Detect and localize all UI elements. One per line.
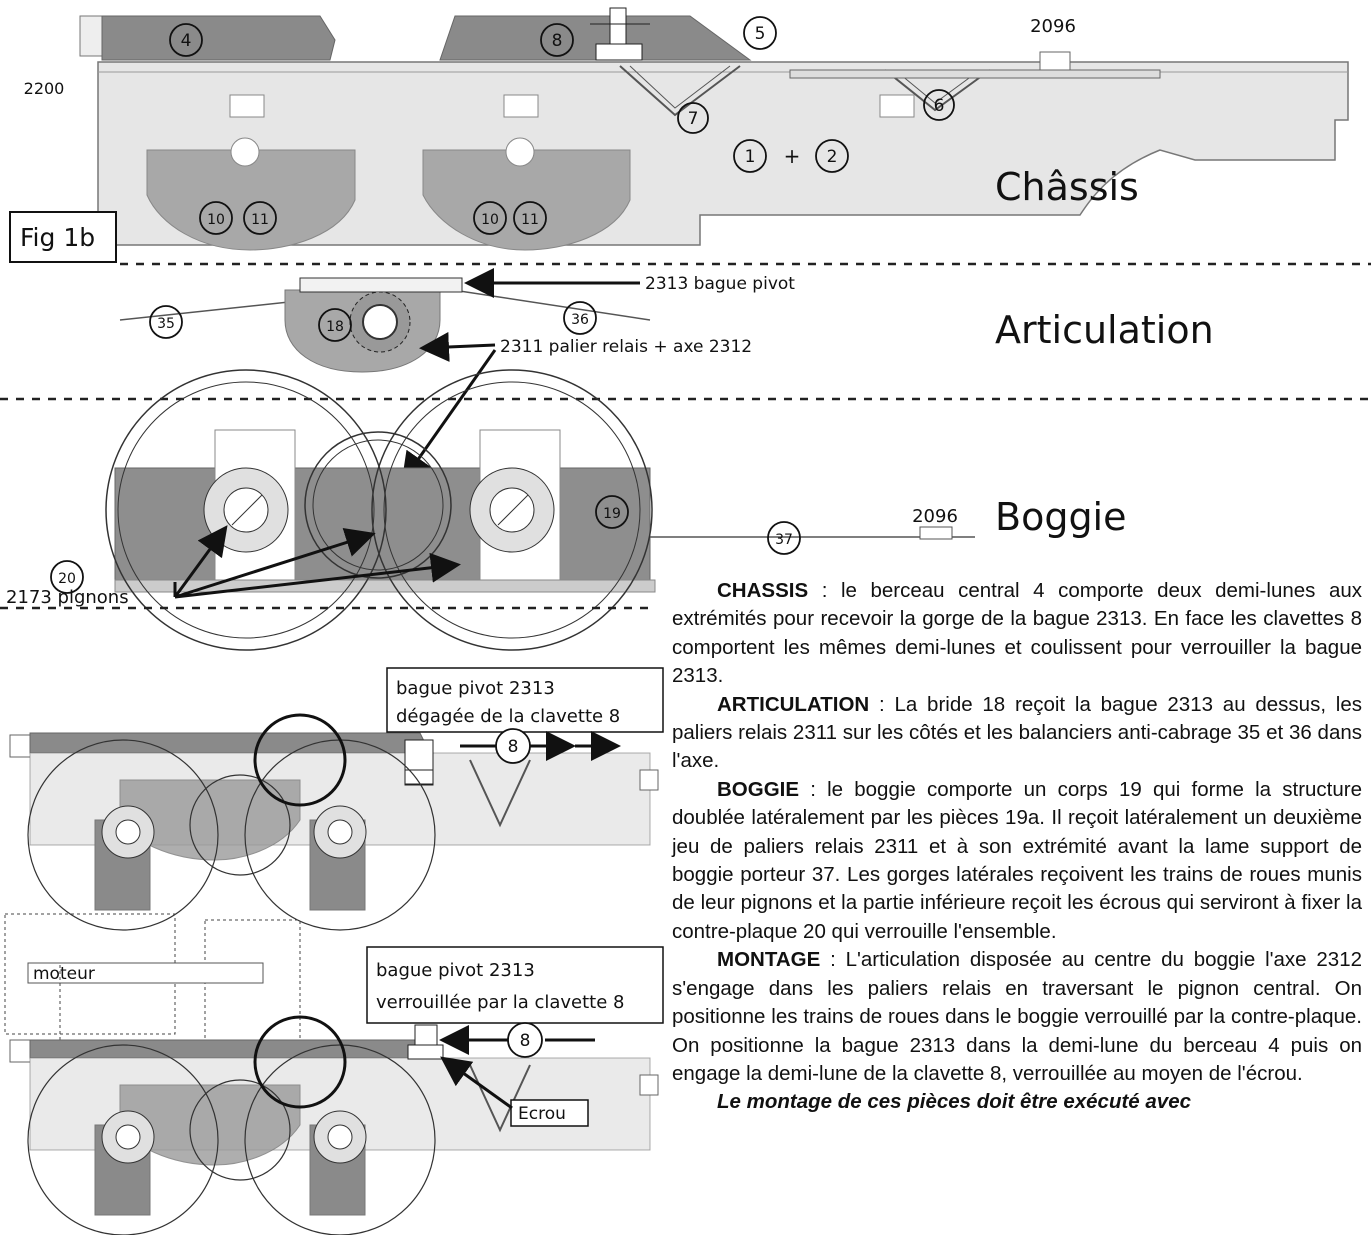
box-lower-line2: verrouillée par la clavette 8 [376,992,624,1013]
part-1: 1 [745,147,756,167]
paragraph-note: Le montage de ces pièces doit être exécu… [717,1090,1191,1114]
part-5: 5 [755,24,766,44]
part-8-lower: 8 [520,1031,531,1051]
part-36: 36 [571,312,589,328]
fig-label: Fig 1b [20,223,95,252]
part-11-left: 11 [251,212,269,228]
heading-articulation: ARTICULATION [717,692,870,716]
label-ecrou: Ecrou [518,1104,566,1124]
dim-2096-boggie: 2096 [912,506,958,527]
part-11-right: 11 [521,212,539,228]
articulation-drawing [119,268,651,483]
fig-label-box [9,211,117,263]
heading-chassis: CHASSIS [717,579,809,602]
part-8: 8 [552,31,563,51]
part-37: 37 [775,532,793,548]
section-chassis: Châssis [995,165,1139,209]
assembly-upper [9,667,664,931]
body-articulation: : La bride 18 reçoit la bague 2313 au de… [672,692,1362,773]
clavette-8 [439,15,752,61]
callout-bague-pivot: 2313 bague pivot [645,274,795,294]
body-chassis: : le berceau central 4 comporte deux dem… [672,579,1362,688]
part-20: 20 [58,571,76,587]
section-articulation: Articulation [995,308,1214,352]
paragraph-montage: MONTAGE : L'articulation disposée au cen… [672,946,1362,1088]
paragraph-chassis: CHASSIS : le berceau central 4 comporte … [672,577,1362,691]
assembly-lower [4,913,664,1235]
label-moteur: moteur [33,964,95,984]
part-19: 19 [603,506,621,522]
paragraph-articulation: ARTICULATION : La bride 18 reçoit la bag… [672,691,1362,776]
dim-2096-top: 2096 [1030,16,1076,37]
box-upper-line2: dégagée de la clavette 8 [396,706,620,727]
half-moon-left [146,149,356,251]
part-10-left: 10 [207,212,225,228]
section-boggie: Boggie [995,495,1127,539]
part-2: 2 [827,147,838,167]
plus-sign: + [784,144,801,168]
dim-2200: 2200 [24,79,65,98]
part-8-upper: 8 [508,737,519,757]
box-upper-line1: bague pivot 2313 [396,678,555,699]
description-text: CHASSIS : le berceau central 4 comporte … [672,577,1362,1117]
part-4: 4 [181,31,192,51]
paragraph-boggie: BOGGIE : le boggie comporte un corps 19 … [672,776,1362,946]
box-lower-line1: bague pivot 2313 [376,960,535,981]
heading-boggie: BOGGIE [717,777,800,801]
boggie-drawing [50,369,975,651]
chassis-frame [97,61,1349,246]
body-boggie: : le boggie comporte un corps 19 qui for… [672,777,1362,943]
callout-palier-relais: 2311 palier relais + axe 2312 [500,337,752,357]
body-montage: : L'articulation disposée au centre du b… [672,948,1362,1085]
callout-pignons: 2173 pignons [6,587,129,608]
part-6: 6 [934,96,945,116]
part-35: 35 [157,316,175,332]
chassis-drawing [9,7,1349,263]
part-18: 18 [326,319,344,335]
part-7: 7 [688,109,699,129]
part-10-right: 10 [481,212,499,228]
heading-montage: MONTAGE [717,948,821,972]
cradle-4 [101,15,336,61]
